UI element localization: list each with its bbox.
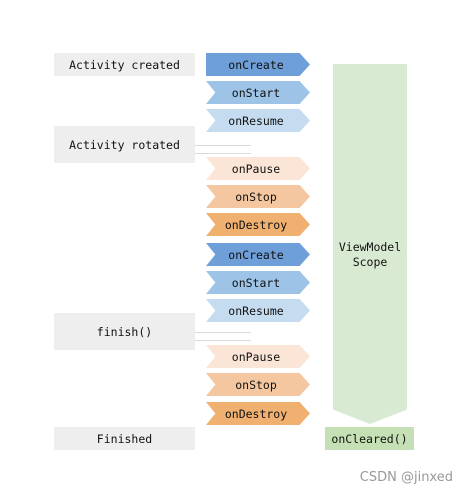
chevron-onstop-1: onStop xyxy=(206,185,310,208)
chevron-onpause-1: onPause xyxy=(206,157,310,180)
chevron-onresume-2: onResume xyxy=(206,299,310,322)
connector-rotated-bottom xyxy=(195,153,251,154)
connector-rotated-top xyxy=(195,145,251,146)
chevron-onpause-2: onPause xyxy=(206,345,310,368)
event-activity-created: Activity created xyxy=(54,53,195,76)
event-finish: finish() xyxy=(54,313,195,350)
connector-finish-top xyxy=(195,332,251,333)
chevron-ondestroy-2: onDestroy xyxy=(206,402,310,425)
chevron-onresume-1: onResume xyxy=(206,109,310,132)
event-activity-rotated: Activity rotated xyxy=(54,126,195,163)
scope-label-line2: Scope xyxy=(352,255,388,269)
viewmodel-scope-label: ViewModel Scope xyxy=(333,240,407,270)
chevron-ondestroy-1: onDestroy xyxy=(206,213,310,236)
oncleared-box: onCleared() xyxy=(325,427,414,450)
viewmodel-scope-arrow xyxy=(333,64,407,424)
connector-finish-bottom xyxy=(195,340,251,341)
chevron-onstart-2: onStart xyxy=(206,271,310,294)
chevron-oncreate-2: onCreate xyxy=(206,243,310,266)
chevron-oncreate-1: onCreate xyxy=(206,53,310,76)
scope-label-line1: ViewModel xyxy=(338,240,402,254)
event-finished: Finished xyxy=(54,427,195,450)
watermark: CSDN @jinxed xyxy=(359,470,453,485)
chevron-onstart-1: onStart xyxy=(206,81,310,104)
chevron-onstop-2: onStop xyxy=(206,373,310,396)
